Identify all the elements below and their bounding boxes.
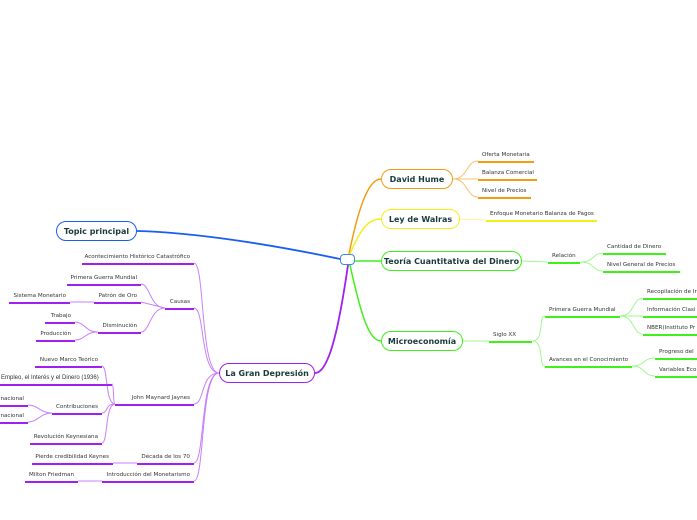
leaf-balanza-comercial[interactable]: Balanza Comercial bbox=[478, 170, 537, 181]
leaf-produccion[interactable]: Producción bbox=[36, 331, 75, 342]
central-node[interactable] bbox=[340, 254, 355, 265]
leaf-keynes[interactable]: John Maynard Jaynes bbox=[115, 395, 194, 406]
microeconomia-node[interactable]: Microeconomía bbox=[381, 331, 463, 351]
teoria-cuantitativa-node[interactable]: Teoría Cuantitativa del Dinero bbox=[381, 251, 522, 271]
leaf-monetarismo[interactable]: Introducción del Monetarismo bbox=[102, 472, 194, 483]
leaf-label: Acontecimiento Histórico Catastrófico bbox=[84, 254, 190, 260]
leaf-label: Década de los 70 bbox=[141, 454, 190, 460]
leaf-decada-70[interactable]: Década de los 70 bbox=[137, 454, 194, 465]
leaf-label: Causas bbox=[169, 299, 190, 305]
leaf-label: Avances en el Conocimiento bbox=[549, 357, 629, 363]
leaf-label: Producción bbox=[40, 331, 71, 337]
leaf-label: NBER(Instituto Pr bbox=[647, 325, 696, 331]
leaf-informacion[interactable]: Información Clasi bbox=[643, 307, 697, 318]
leaf-label: Patrón de Oro bbox=[98, 293, 137, 299]
leaf-label: Oferta Monetaria bbox=[482, 152, 530, 158]
leaf-label: Información Clasi bbox=[647, 307, 696, 313]
leaf-cantidad-dinero[interactable]: Cantidad de Dinero bbox=[603, 244, 666, 255]
leaf-revolucion[interactable]: Revolución Keynesiana bbox=[30, 434, 102, 445]
leaf-label: Empleo, el Interés y el Dinero (1936) bbox=[1, 375, 99, 381]
leaf-label: Primera Guerra Mundial bbox=[549, 307, 616, 313]
leaf-enfoque-monetario[interactable]: Enfoque Monetario Balanza de Pagos bbox=[486, 211, 597, 222]
leaf-contribucion-1[interactable]: nacional bbox=[0, 396, 28, 407]
leaf-label: Recopilación de Ir bbox=[647, 289, 697, 295]
leaf-label: nacional bbox=[0, 413, 24, 419]
leaf-label: Disminución bbox=[102, 323, 137, 329]
david-hume-node[interactable]: David Hume bbox=[381, 169, 453, 189]
leaf-trabajo[interactable]: Trabajo bbox=[45, 313, 75, 324]
leaf-label: Balanza Comercial bbox=[482, 170, 534, 176]
leaf-label: Cantidad de Dinero bbox=[607, 244, 662, 250]
leaf-nuevo-marco[interactable]: Nuevo Marco Teórico bbox=[35, 357, 102, 368]
leaf-label: Pierde credibilidad Keynes bbox=[35, 454, 109, 460]
ley-walras-node[interactable]: Ley de Walras bbox=[381, 209, 460, 229]
leaf-label: Milton Friedman bbox=[29, 472, 74, 478]
leaf-label: Nivel General de Precios bbox=[607, 262, 676, 268]
leaf-label: Primera Guerra Mundial bbox=[70, 275, 137, 281]
leaf-recopilacion[interactable]: Recopilación de Ir bbox=[643, 289, 697, 300]
leaf-label: Enfoque Monetario Balanza de Pagos bbox=[490, 211, 594, 217]
leaf-nivel-general-precios[interactable]: Nivel General de Precios bbox=[603, 262, 680, 273]
leaf-nivel-precios[interactable]: Nivel de Precios bbox=[478, 188, 531, 199]
leaf-contribucion-2[interactable]: nacional bbox=[0, 413, 28, 424]
leaf-label: Siglo XX bbox=[493, 332, 517, 338]
leaf-label: Variables Eco bbox=[659, 367, 697, 373]
leaf-teoria-general[interactable]: Empleo, el Interés y el Dinero (1936) bbox=[0, 375, 112, 386]
leaf-label: John Maynard Jaynes bbox=[131, 395, 190, 401]
topic-principal-node[interactable]: Topic principal bbox=[56, 221, 137, 241]
leaf-label: Relación bbox=[552, 253, 576, 259]
leaf-nber[interactable]: NBER(Instituto Pr bbox=[643, 325, 697, 336]
leaf-label: Revolución Keynesiana bbox=[33, 434, 98, 440]
gran-depresion-node[interactable]: La Gran Depresión bbox=[219, 363, 315, 383]
leaf-primera-guerra[interactable]: Primera Guerra Mundial bbox=[67, 275, 141, 286]
leaf-label: Contribuciones bbox=[56, 404, 98, 410]
leaf-milton-friedman[interactable]: Milton Friedman bbox=[25, 472, 78, 483]
leaf-label: Nuevo Marco Teórico bbox=[39, 357, 98, 363]
leaf-relacion[interactable]: Relación bbox=[548, 253, 580, 264]
leaf-patron-oro[interactable]: Patrón de Oro bbox=[94, 293, 141, 304]
leaf-pierde-credibilidad[interactable]: Pierde credibilidad Keynes bbox=[32, 454, 113, 465]
leaf-acontecimiento[interactable]: Acontecimiento Histórico Catastrófico bbox=[82, 254, 194, 265]
leaf-label: Nivel de Precios bbox=[482, 188, 527, 194]
leaf-contribuciones[interactable]: Contribuciones bbox=[52, 404, 102, 415]
leaf-label: Introducción del Monetarismo bbox=[106, 472, 190, 478]
leaf-disminucion[interactable]: Disminución bbox=[98, 323, 141, 334]
leaf-avances[interactable]: Avances en el Conocimiento bbox=[545, 357, 632, 368]
leaf-oferta-monetaria[interactable]: Oferta Monetaria bbox=[478, 152, 534, 163]
leaf-progreso[interactable]: Progreso del bbox=[655, 349, 697, 360]
leaf-siglo-xx[interactable]: Siglo XX bbox=[489, 332, 532, 343]
leaf-primera-guerra-micro[interactable]: Primera Guerra Mundial bbox=[545, 307, 620, 318]
leaf-label: Progreso del bbox=[659, 349, 694, 355]
leaf-variables[interactable]: Variables Eco bbox=[655, 367, 697, 378]
leaf-causas[interactable]: Causas bbox=[165, 299, 194, 310]
leaf-label: nacional bbox=[0, 396, 24, 402]
leaf-sistema-monetario[interactable]: Sistema Monetario bbox=[9, 293, 70, 304]
leaf-label: Trabajo bbox=[50, 313, 71, 319]
leaf-label: Sistema Monetario bbox=[13, 293, 66, 299]
